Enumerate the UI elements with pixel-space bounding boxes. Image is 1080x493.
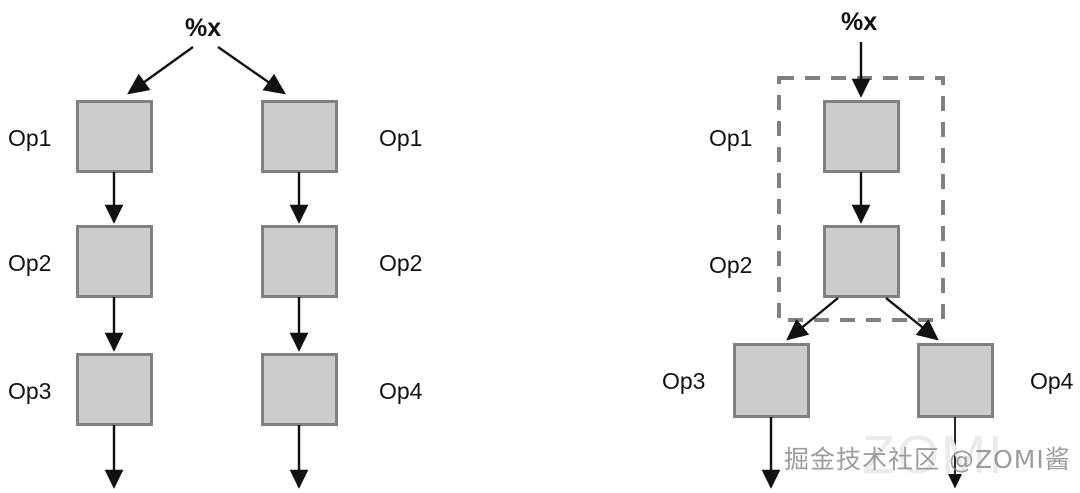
edge-x-to-left-op1 bbox=[127, 46, 194, 95]
input-label-left: %x bbox=[185, 14, 222, 42]
node-box-op2-right[interactable] bbox=[261, 225, 338, 298]
node-label-op4-right: Op4 bbox=[379, 378, 423, 404]
watermark-ghost: ZOMI bbox=[862, 425, 1005, 485]
node-label-op3-out: Op3 bbox=[662, 368, 706, 394]
edge-x-to-right-op1 bbox=[217, 46, 286, 95]
node-box-op2-grouped[interactable] bbox=[823, 225, 900, 298]
node-box-op1-left[interactable] bbox=[76, 100, 153, 173]
node-label-op4-out: Op4 bbox=[1030, 368, 1074, 394]
node-box-op4-out[interactable] bbox=[917, 343, 994, 418]
node-label-op2-left: Op2 bbox=[8, 250, 52, 276]
node-label-op2-right: Op2 bbox=[379, 250, 423, 276]
node-box-op3-out[interactable] bbox=[733, 343, 810, 418]
node-label-op1-left: Op1 bbox=[8, 125, 52, 151]
node-box-op1-grouped[interactable] bbox=[823, 100, 900, 173]
node-label-op1-right: Op1 bbox=[379, 125, 423, 151]
left-diagram bbox=[76, 46, 338, 489]
node-label-op1-grouped: Op1 bbox=[709, 125, 753, 151]
edge-op2-op3-grouped bbox=[786, 297, 839, 341]
node-box-op3-left[interactable] bbox=[76, 353, 153, 426]
right-diagram bbox=[733, 42, 994, 489]
watermark-text: 掘金技术社区 @ZOMI酱 bbox=[784, 445, 1071, 474]
input-label-right: %x bbox=[841, 8, 878, 36]
node-label-op3-left: Op3 bbox=[8, 378, 52, 404]
edge-op2-op4-grouped bbox=[885, 297, 939, 341]
node-box-op4-right[interactable] bbox=[261, 353, 338, 426]
node-label-op2-grouped: Op2 bbox=[709, 252, 753, 278]
node-box-op2-left[interactable] bbox=[76, 225, 153, 298]
node-box-op1-right[interactable] bbox=[261, 100, 338, 173]
